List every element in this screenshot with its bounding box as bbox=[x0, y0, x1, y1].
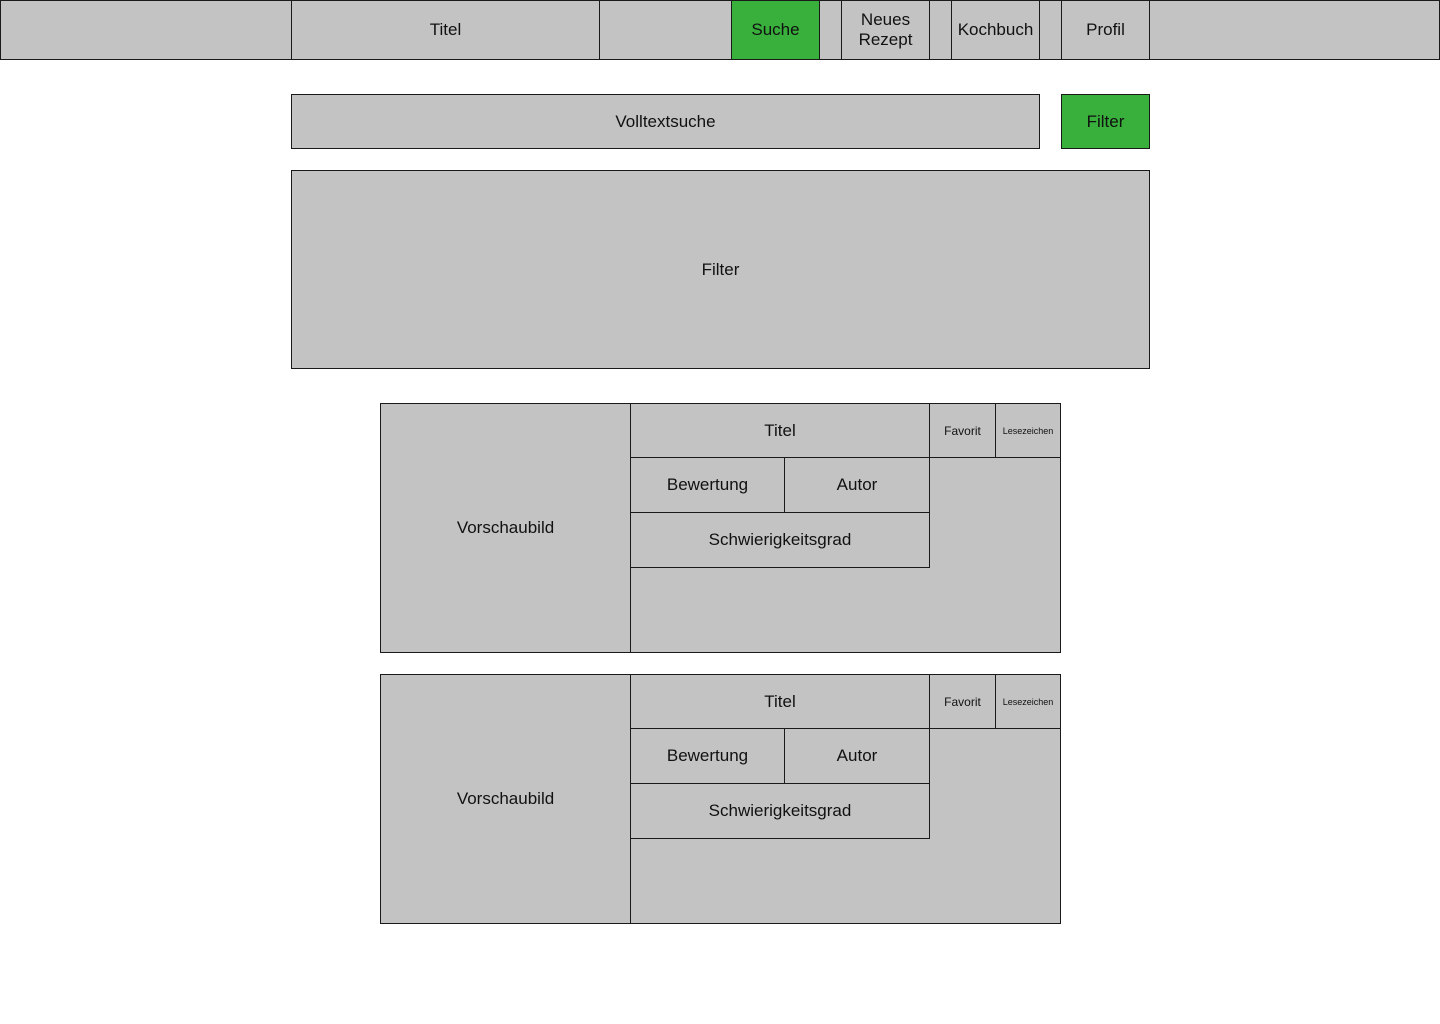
nav-search[interactable]: Suche bbox=[731, 0, 820, 60]
header-spacer bbox=[929, 0, 952, 60]
author[interactable]: Autor bbox=[784, 728, 930, 784]
filter-button[interactable]: Filter bbox=[1061, 94, 1150, 149]
author[interactable]: Autor bbox=[784, 457, 930, 513]
recipe-card[interactable]: Vorschaubild Titel Favorit Lesezeichen B… bbox=[380, 674, 1061, 924]
preview-image[interactable]: Vorschaubild bbox=[380, 674, 631, 924]
nav-new-recipe[interactable]: Neues Rezept bbox=[841, 0, 930, 60]
favorite-button[interactable]: Favorit bbox=[929, 674, 996, 729]
bookmark-button[interactable]: Lesezeichen bbox=[995, 403, 1061, 458]
recipe-title[interactable]: Titel bbox=[630, 674, 930, 729]
recipe-card[interactable]: Vorschaubild Titel Favorit Lesezeichen B… bbox=[380, 403, 1061, 653]
nav-profile[interactable]: Profil bbox=[1061, 0, 1150, 60]
nav-cookbook[interactable]: Kochbuch bbox=[951, 0, 1040, 60]
bookmark-button[interactable]: Lesezeichen bbox=[995, 674, 1061, 729]
header-spacer bbox=[819, 0, 842, 60]
header-spacer bbox=[1039, 0, 1062, 60]
app-title: Titel bbox=[291, 0, 600, 60]
filter-panel[interactable]: Filter bbox=[291, 170, 1150, 369]
nav-new-recipe-label: Neues Rezept bbox=[858, 10, 913, 49]
favorite-button[interactable]: Favorit bbox=[929, 403, 996, 458]
fulltext-search-input[interactable]: Volltextsuche bbox=[291, 94, 1040, 149]
difficulty: Schwierigkeitsgrad bbox=[630, 783, 930, 839]
rating: Bewertung bbox=[630, 728, 785, 784]
header-spacer bbox=[599, 0, 732, 60]
rating: Bewertung bbox=[630, 457, 785, 513]
difficulty: Schwierigkeitsgrad bbox=[630, 512, 930, 568]
recipe-title[interactable]: Titel bbox=[630, 403, 930, 458]
preview-image[interactable]: Vorschaubild bbox=[380, 403, 631, 653]
